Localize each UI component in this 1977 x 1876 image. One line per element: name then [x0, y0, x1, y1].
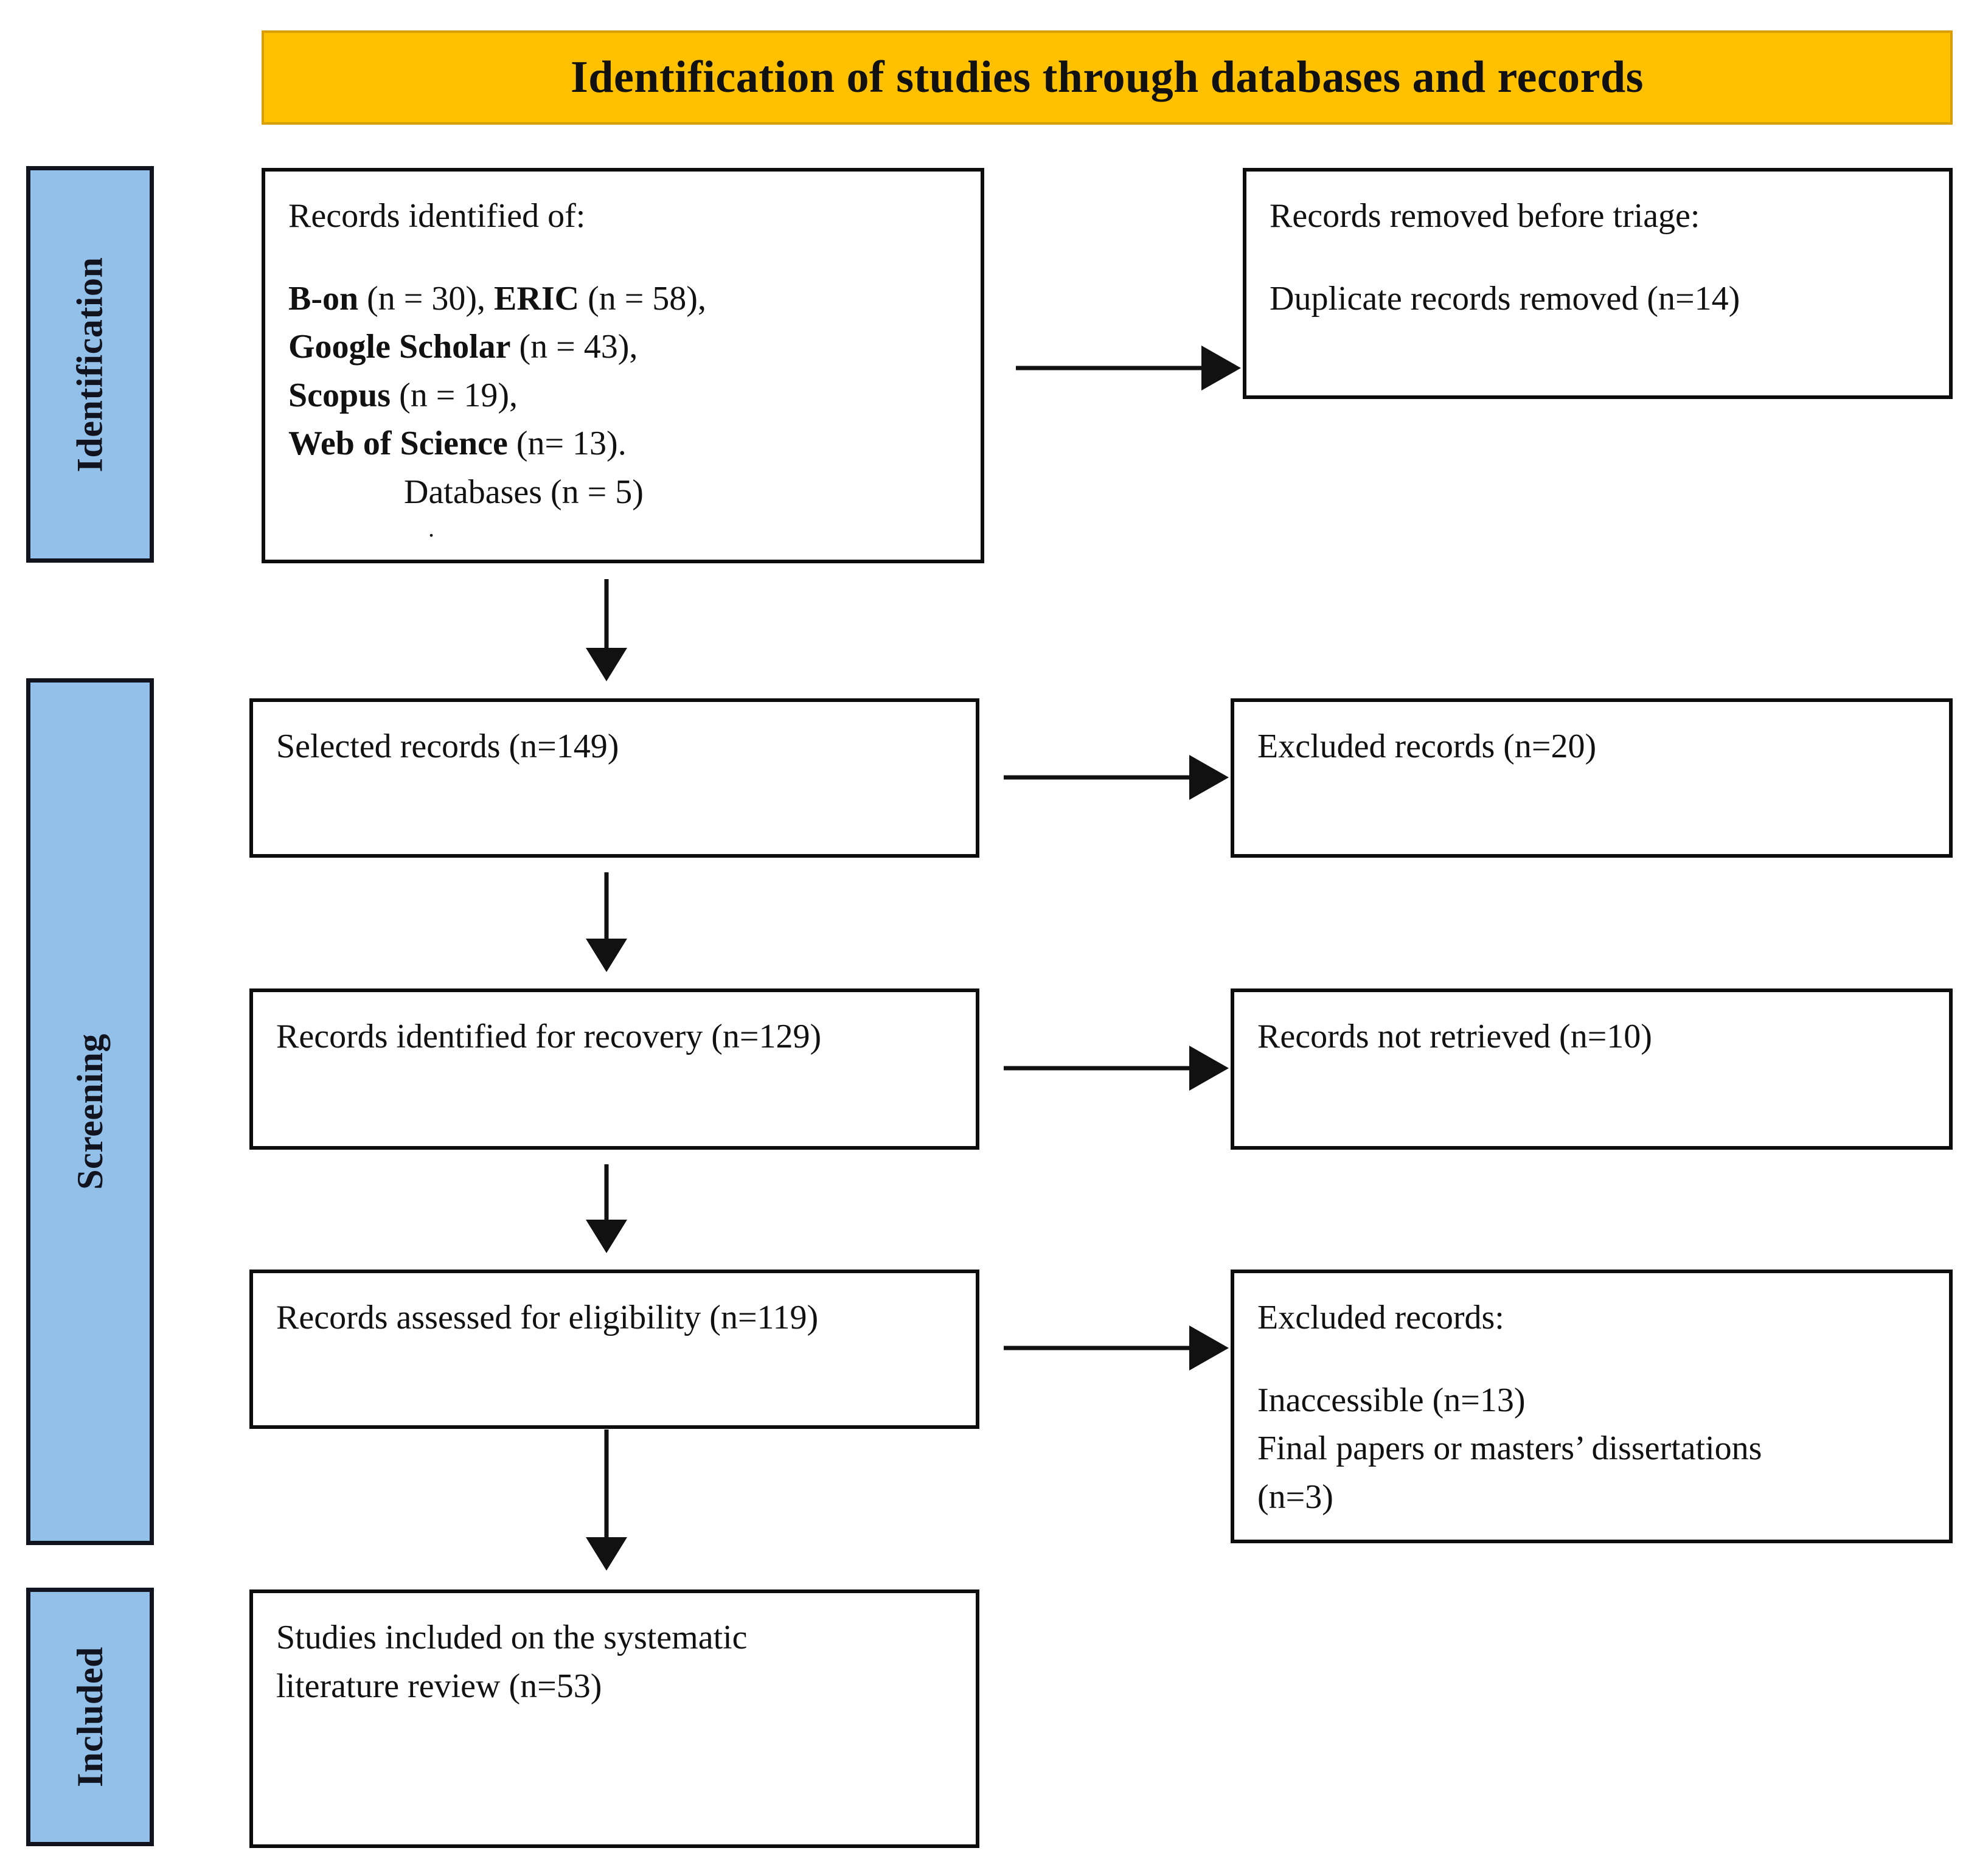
source-count-scopus: (n = 19), [391, 376, 518, 414]
included-studies-line-1: Studies included on the systematic [276, 1619, 748, 1656]
recovery-records-text: Records identified for recovery (n=129) [276, 1018, 822, 1055]
databases-count: Databases (n = 5) [404, 473, 644, 511]
arrow-identified-to-selected [586, 579, 627, 681]
stage-label-identification: Identification [69, 257, 110, 472]
arrow-eligibility-to-excluded-detail [1004, 1325, 1229, 1371]
spacer-line [1270, 241, 1931, 275]
eligibility-records-text: Records assessed for eligibility (n=119) [276, 1299, 819, 1336]
source-line-google-scholar: Google Scholar (n = 43), [288, 323, 962, 372]
stage-label-screening: Screening [69, 1034, 110, 1190]
box-records-identified: Records identified of: B-on (n = 30), ER… [262, 168, 984, 563]
diagram-title-banner: Identification of studies through databa… [262, 30, 1953, 125]
source-count-google-scholar: (n = 43), [510, 328, 638, 366]
arrow-selected-to-excluded [1004, 755, 1229, 800]
excluded-records-text: Excluded records (n=20) [1257, 728, 1597, 765]
source-name-bon: B-on [288, 279, 359, 318]
source-line-web-of-science: Web of Science (n= 13). [288, 420, 962, 468]
records-removed-heading: Records removed before triage: [1270, 197, 1700, 235]
not-retrieved-text: Records not retrieved (n=10) [1257, 1018, 1652, 1055]
source-count-eric: (n = 58), [579, 279, 706, 318]
source-count-bon: (n = 30), [358, 279, 495, 318]
box-excluded-records-detail: Excluded records: Inaccessible (n=13) Fi… [1231, 1270, 1953, 1543]
duplicate-records-removed: Duplicate records removed (n=14) [1270, 279, 1740, 318]
spacer-line [288, 241, 962, 275]
box-records-identified-for-recovery: Records identified for recovery (n=129) [249, 988, 979, 1150]
excluded-reason-inaccessible: Inaccessible (n=13) [1257, 1381, 1526, 1419]
box-selected-records: Selected records (n=149) [249, 698, 979, 858]
arrow-selected-to-recovery [586, 872, 627, 972]
box-records-not-retrieved: Records not retrieved (n=10) [1231, 988, 1953, 1150]
source-line-scopus: Scopus (n = 19), [288, 372, 962, 420]
trailing-period: . [428, 515, 434, 543]
arrow-recovery-to-not-retrieved [1004, 1046, 1229, 1091]
excluded-detail-heading: Excluded records: [1257, 1299, 1504, 1336]
stage-label-included: Included [69, 1647, 110, 1787]
box-records-assessed-for-eligibility: Records assessed for eligibility (n=119) [249, 1270, 979, 1429]
stage-band-included: Included [26, 1588, 154, 1846]
source-name-scopus: Scopus [288, 376, 391, 414]
source-name-web-of-science: Web of Science [288, 425, 508, 463]
records-identified-heading: Records identified of: [288, 197, 586, 235]
arrow-recovery-to-eligibility [586, 1164, 627, 1253]
source-name-eric: ERIC [494, 279, 580, 318]
stage-band-screening: Screening [26, 678, 154, 1545]
excluded-reason-final-papers-count: (n=3) [1257, 1478, 1333, 1516]
included-studies-line-2: literature review (n=53) [276, 1667, 602, 1705]
source-count-web-of-science: (n= 13). [507, 425, 627, 463]
selected-records-text: Selected records (n=149) [276, 728, 619, 765]
page-title: Identification of studies through databa… [571, 52, 1644, 102]
excluded-reason-final-papers: Final papers or masters’ dissertations [1257, 1430, 1762, 1468]
source-name-google-scholar: Google Scholar [288, 328, 511, 366]
box-excluded-records: Excluded records (n=20) [1231, 698, 1953, 858]
arrow-eligibility-to-included [586, 1430, 627, 1571]
arrow-identified-to-removed [1016, 346, 1241, 391]
box-records-removed-before-triage: Records removed before triage: Duplicate… [1243, 168, 1953, 399]
stage-band-identification: Identification [26, 166, 154, 563]
spacer-line [1257, 1343, 1931, 1377]
source-line-bon-eric: B-on (n = 30), ERIC (n = 58), [288, 275, 962, 324]
box-studies-included: Studies included on the systematic liter… [249, 1589, 979, 1848]
